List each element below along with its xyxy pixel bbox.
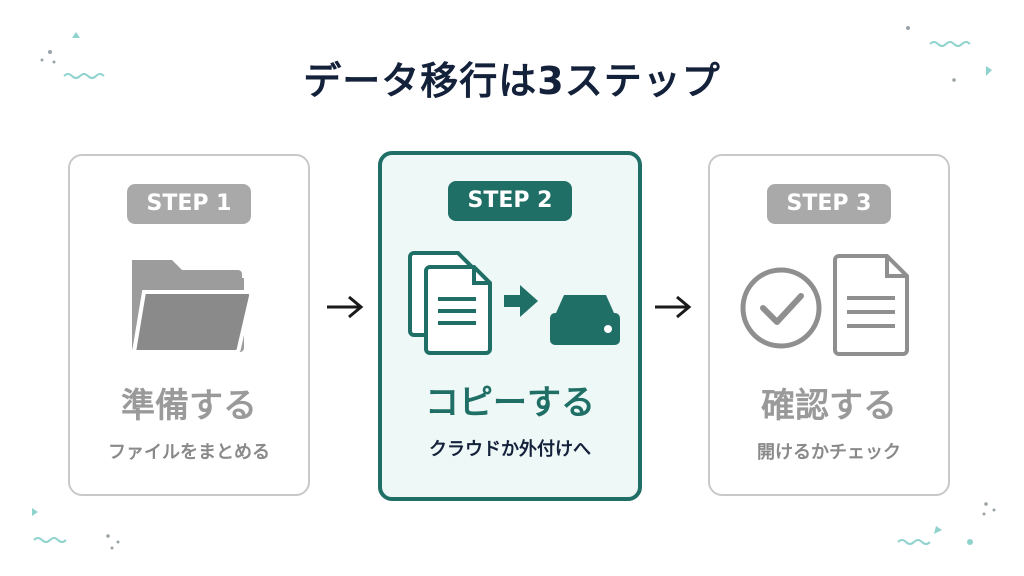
step-3-subtitle: 開けるかチェック — [757, 442, 901, 463]
arrow-right-icon — [655, 295, 692, 319]
step-2-title: コピーする — [425, 383, 595, 423]
decoration-bottom-right — [897, 502, 996, 545]
step-2-card: STEP 2 コピーする クラウドか外付けへ — [378, 151, 642, 501]
decoration-top-left — [40, 32, 105, 79]
step-1-title: 準備する — [121, 386, 257, 426]
decoration-bottom-left — [32, 508, 120, 550]
step-3-card: STEP 3 確認する 開けるかチェック — [708, 154, 950, 496]
copy-to-drive-icon — [382, 247, 638, 357]
step-1-badge: STEP 1 — [127, 184, 251, 224]
step-1-card: STEP 1 準備する ファイルをまとめる — [68, 154, 310, 496]
page-title: データ移行は3ステップ — [303, 59, 721, 103]
step-1-subtitle: ファイルをまとめる — [108, 442, 270, 463]
step-2-badge: STEP 2 — [448, 181, 572, 221]
check-document-icon — [710, 248, 948, 358]
decoration-top-right — [906, 26, 992, 82]
step-3-title: 確認する — [761, 386, 897, 426]
arrow-right-icon — [327, 295, 364, 319]
folder-icon — [70, 248, 308, 358]
step-3-badge: STEP 3 — [767, 184, 891, 224]
step-2-subtitle: クラウドか外付けへ — [429, 439, 591, 460]
